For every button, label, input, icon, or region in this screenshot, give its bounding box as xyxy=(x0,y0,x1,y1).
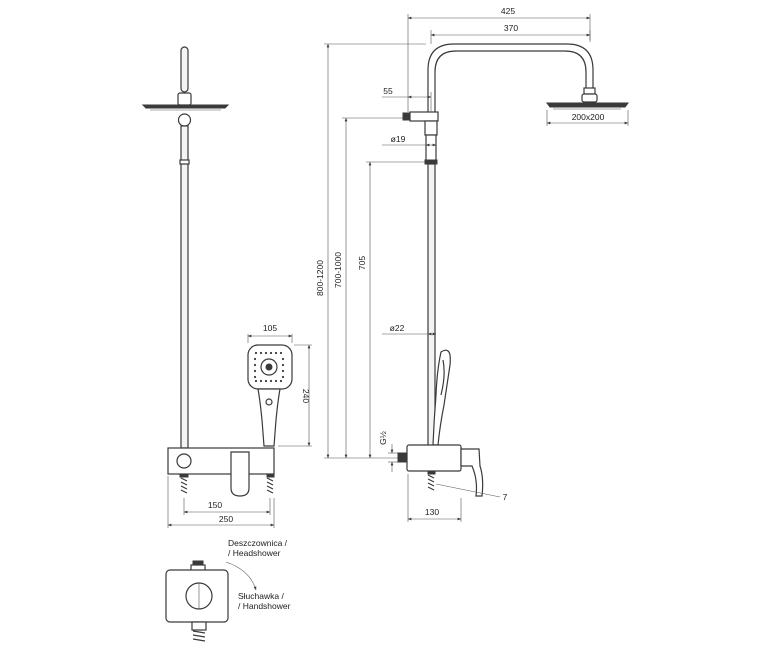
front-diverter-knob xyxy=(176,453,192,469)
dim-200x200: 200x200 xyxy=(572,112,605,122)
dim-55: 55 xyxy=(383,86,393,96)
side-main-pole xyxy=(427,163,436,448)
dim-370: 370 xyxy=(504,23,518,33)
dim-705: 705 xyxy=(357,256,367,270)
front-rain-head xyxy=(141,104,230,109)
dim-150: 150 xyxy=(208,500,222,510)
dim-19: ø19 xyxy=(391,134,406,144)
front-main-pole xyxy=(180,125,189,449)
dim-7: 7 xyxy=(503,492,508,502)
side-shower-arm xyxy=(427,43,594,120)
front-view: 105 240 150 250 xyxy=(141,46,312,528)
side-rain-head xyxy=(546,102,629,108)
dim-105: 105 xyxy=(263,323,277,333)
dim-700-1000: 700-1000 xyxy=(333,252,343,288)
dim-425: 425 xyxy=(501,6,515,16)
dim-250: 250 xyxy=(219,514,233,524)
dim-22: ø22 xyxy=(390,323,405,333)
label-handshower-pl: Słuchawka / xyxy=(238,591,284,601)
dim-240: 240 xyxy=(301,389,311,403)
side-hand-shower xyxy=(432,349,451,446)
side-mixer-lever xyxy=(460,448,484,497)
diverter-detail: Deszczownica / / Headshower Słuchawka / … xyxy=(165,538,291,642)
front-upper-pipe xyxy=(180,46,189,93)
side-mixer-body xyxy=(406,444,462,472)
front-mixer-lever xyxy=(230,451,250,497)
dim-g-half: G½ xyxy=(378,431,388,445)
front-hand-shower-handle xyxy=(257,388,281,447)
label-handshower-en: / Handshower xyxy=(238,601,291,611)
side-wall-bracket xyxy=(409,111,439,122)
dim-800-1200: 800-1200 xyxy=(315,260,325,296)
dim-130: 130 xyxy=(425,507,439,517)
label-headshower-pl: Deszczownica / xyxy=(228,538,288,548)
label-headshower-en: / Headshower xyxy=(228,548,281,558)
front-swivel-joint xyxy=(177,113,192,127)
side-view: 425 370 55 ø19 200x200 800-1200 700-1000… xyxy=(315,6,629,522)
